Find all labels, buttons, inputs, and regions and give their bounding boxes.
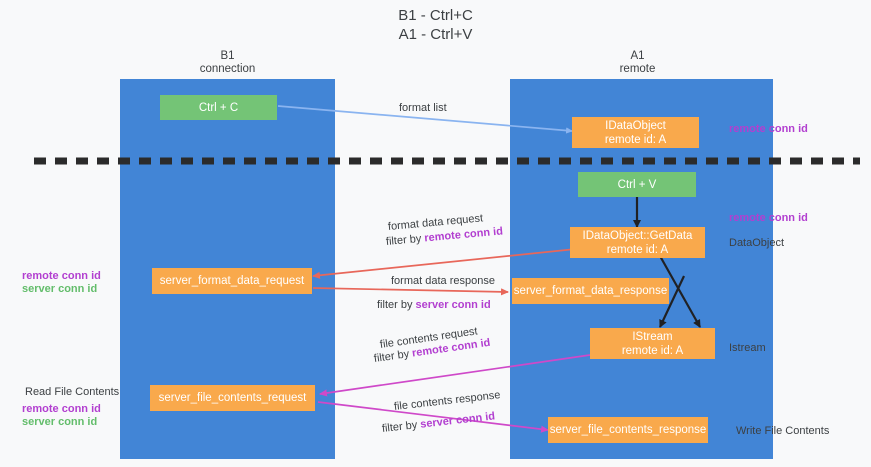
annotation-left-server-conn-id-2: server conn id <box>22 416 98 428</box>
node-server-file-contents-response[interactable]: server_file_contents_response <box>548 417 708 443</box>
annotation-read-file-contents: Read File Contents <box>25 386 120 398</box>
node-ctrl-c[interactable]: Ctrl + C <box>160 95 277 120</box>
filter-key-server-conn-id: server conn id <box>415 299 491 311</box>
arrow-format-list <box>277 105 573 134</box>
node-istream[interactable]: IStream remote id: A <box>590 328 715 359</box>
page-title: B1 - Ctrl+C A1 - Ctrl+V <box>398 7 473 43</box>
annotation-remote-conn-id-mid: remote conn id <box>729 212 808 224</box>
node-idataobject-getdata[interactable]: IDataObject::GetData remote id: A <box>570 227 705 258</box>
annotation-istream: Istream <box>729 342 766 354</box>
node-server-format-data-request[interactable]: server_format_data_request <box>152 268 312 294</box>
edge-label-format-data-response-filter: filter by server conn id <box>377 298 491 312</box>
edge-label-format-list: format list <box>399 102 447 114</box>
node-server-format-data-response[interactable]: server_format_data_response <box>512 278 669 304</box>
node-server-file-contents-request[interactable]: server_file_contents_request <box>150 385 315 411</box>
node-ctrl-v[interactable]: Ctrl + V <box>578 172 696 197</box>
arrow-response-istream <box>659 275 685 328</box>
arrow-file-contents-request <box>319 354 591 397</box>
annotation-dataobject: DataObject <box>729 237 785 249</box>
arrow-format-data-response <box>312 287 509 296</box>
annotation-left-server-conn-id: server conn id <box>22 283 98 295</box>
node-idataobject[interactable]: IDataObject remote id: A <box>572 117 699 148</box>
annotation-write-file-contents: Write File Contents <box>736 425 830 437</box>
filter-prefix: filter by <box>377 299 416 311</box>
column-header-a1: A1 remote <box>619 50 656 75</box>
edge-label-format-data-response: format data response <box>391 275 495 287</box>
arrow-getdata-istream <box>659 255 701 328</box>
filter-prefix: filter by <box>385 232 425 248</box>
annotation-left-remote-conn-id: remote conn id <box>22 270 101 282</box>
annotation-remote-conn-id-top: remote conn id <box>729 123 808 135</box>
annotation-left-remote-conn-id-2: remote conn id <box>22 403 101 415</box>
arrow-file-contents-response <box>317 401 549 433</box>
arrow-format-data-request <box>312 248 577 279</box>
column-header-b1: B1 connection <box>199 50 256 75</box>
